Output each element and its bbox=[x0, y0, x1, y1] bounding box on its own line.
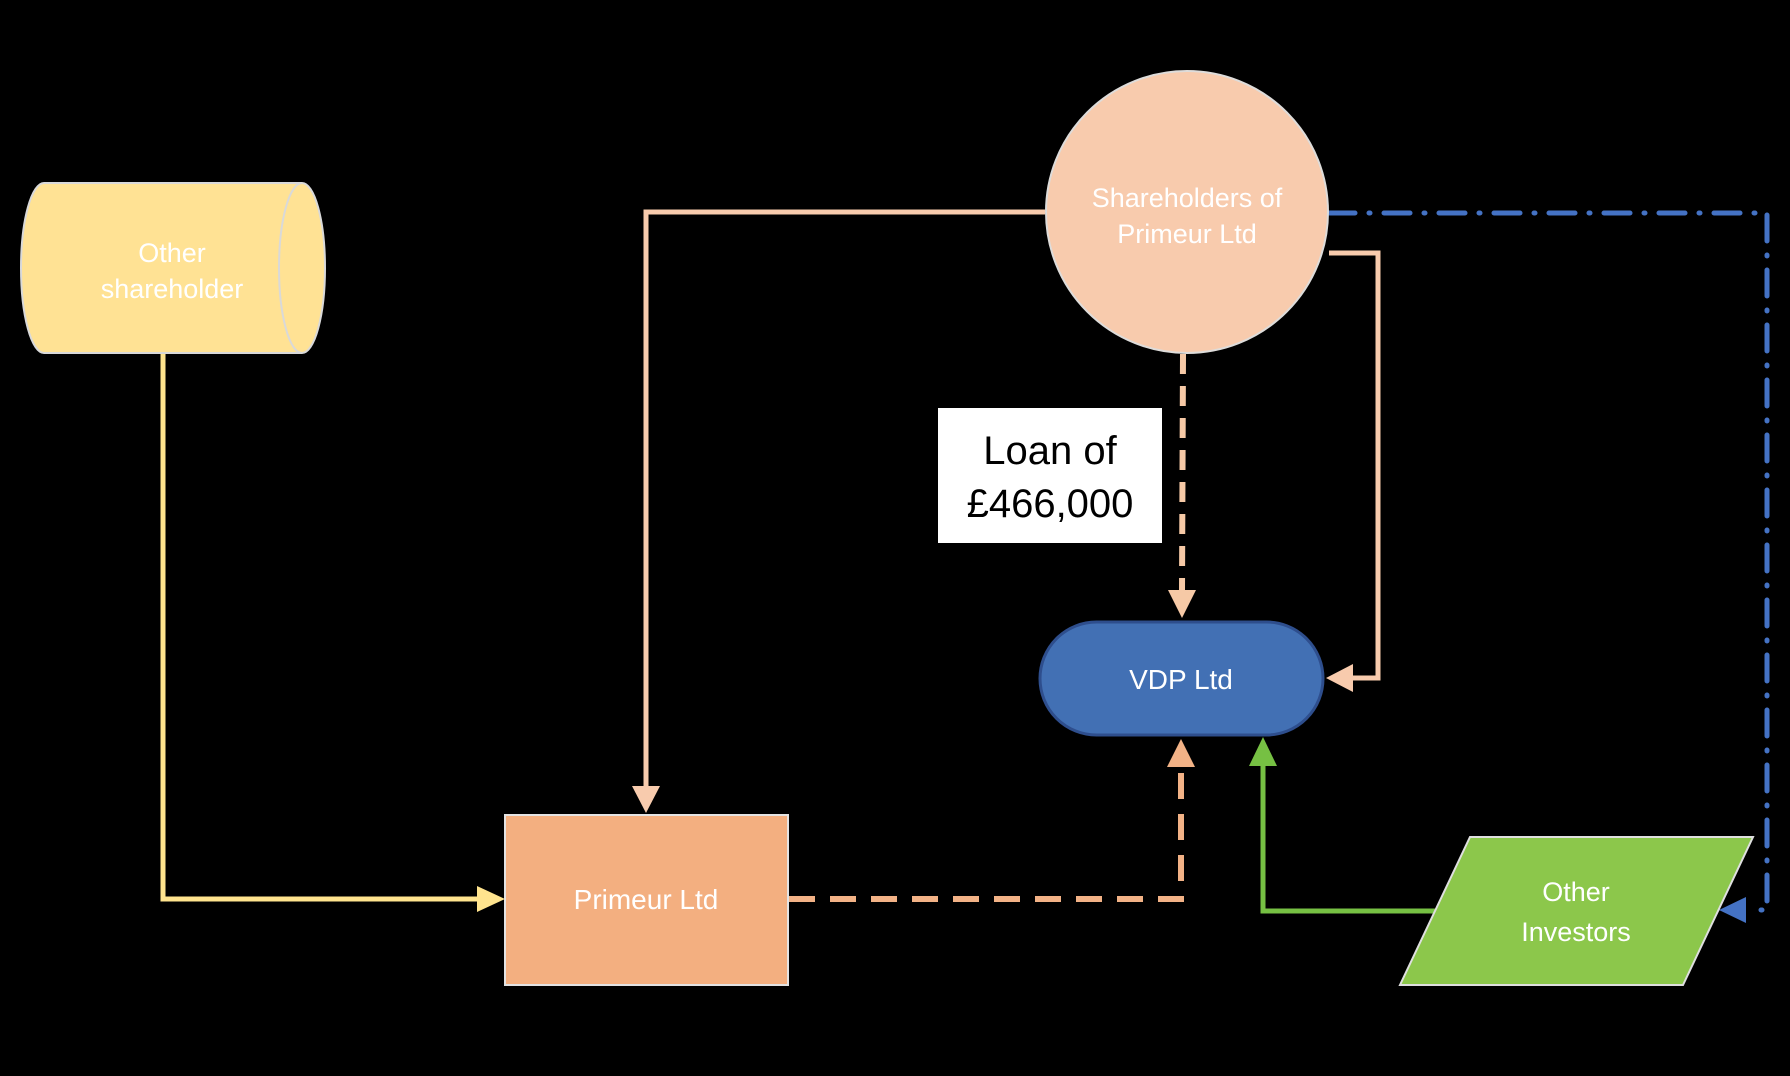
edge-shareholders-to-primeur-line bbox=[643, 209, 1045, 786]
edge-shareholders-to-primeur-arrowhead-icon bbox=[632, 786, 660, 813]
node-loan-note-label-line1: Loan of bbox=[983, 429, 1117, 473]
node-primeur-shape bbox=[504, 814, 789, 986]
edge-primeur-to-vdp-arrowhead-icon bbox=[1167, 739, 1195, 767]
edge-investors-to-vdp bbox=[1249, 737, 1437, 914]
node-vdp-shape bbox=[1038, 620, 1325, 737]
edge-loan-to-vdp-line bbox=[1179, 353, 1186, 592]
edge-other-shareholder-to-primeur-line bbox=[160, 353, 477, 902]
node-shareholders-of-primeur-label-line2: Primeur Ltd bbox=[1117, 219, 1257, 249]
node-other-investors-shape bbox=[1398, 836, 1755, 986]
node-shareholders-of-primeur-shape bbox=[1045, 70, 1329, 354]
edge-investors-to-vdp-arrowhead-icon bbox=[1249, 737, 1277, 766]
node-vdp-label: VDP Ltd bbox=[1129, 664, 1233, 695]
edge-shareholders-to-investors-arrowhead-icon bbox=[1719, 897, 1746, 923]
edge-other-shareholder-to-primeur bbox=[160, 353, 505, 912]
node-other-shareholder: Other shareholder bbox=[20, 182, 326, 354]
edge-other-shareholder-to-primeur-arrowhead-icon bbox=[477, 886, 505, 912]
node-other-investors-label-line2: Investors bbox=[1521, 917, 1631, 947]
node-other-shareholder-cap-line bbox=[278, 182, 303, 354]
edge-loan-to-vdp-arrowhead-icon bbox=[1168, 590, 1196, 618]
edge-shareholders-to-investors-line bbox=[1326, 210, 1770, 913]
node-vdp: VDP Ltd bbox=[1038, 620, 1325, 737]
node-loan-note: Loan of £466,000 bbox=[938, 408, 1162, 543]
node-loan-note-label-line2: £466,000 bbox=[967, 482, 1134, 526]
node-other-shareholder-label-line2: shareholder bbox=[101, 274, 244, 304]
node-loan-note-shape bbox=[938, 408, 1162, 543]
node-other-investors-label-line1: Other bbox=[1542, 877, 1610, 907]
edge-shareholders-to-vdp-right bbox=[1326, 250, 1381, 692]
edge-primeur-to-vdp-line bbox=[789, 767, 1184, 902]
node-other-investors: Other Investors bbox=[1398, 836, 1755, 986]
edge-shareholders-to-vdp-right-arrowhead-icon bbox=[1326, 664, 1353, 692]
edge-primeur-to-vdp bbox=[789, 739, 1195, 902]
edge-investors-to-vdp-line bbox=[1260, 766, 1437, 914]
node-primeur: Primeur Ltd bbox=[504, 814, 789, 986]
edge-loan-to-vdp bbox=[1168, 353, 1196, 618]
node-shareholders-of-primeur: Shareholders of Primeur Ltd bbox=[1045, 70, 1329, 354]
node-other-shareholder-label-line1: Other bbox=[138, 238, 206, 268]
node-primeur-label: Primeur Ltd bbox=[574, 884, 719, 915]
node-shareholders-of-primeur-label-line1: Shareholders of bbox=[1092, 183, 1283, 213]
edge-shareholders-to-vdp-right-line bbox=[1329, 250, 1381, 681]
edge-shareholders-to-primeur bbox=[632, 209, 1045, 813]
edge-shareholders-to-investors bbox=[1326, 210, 1770, 923]
